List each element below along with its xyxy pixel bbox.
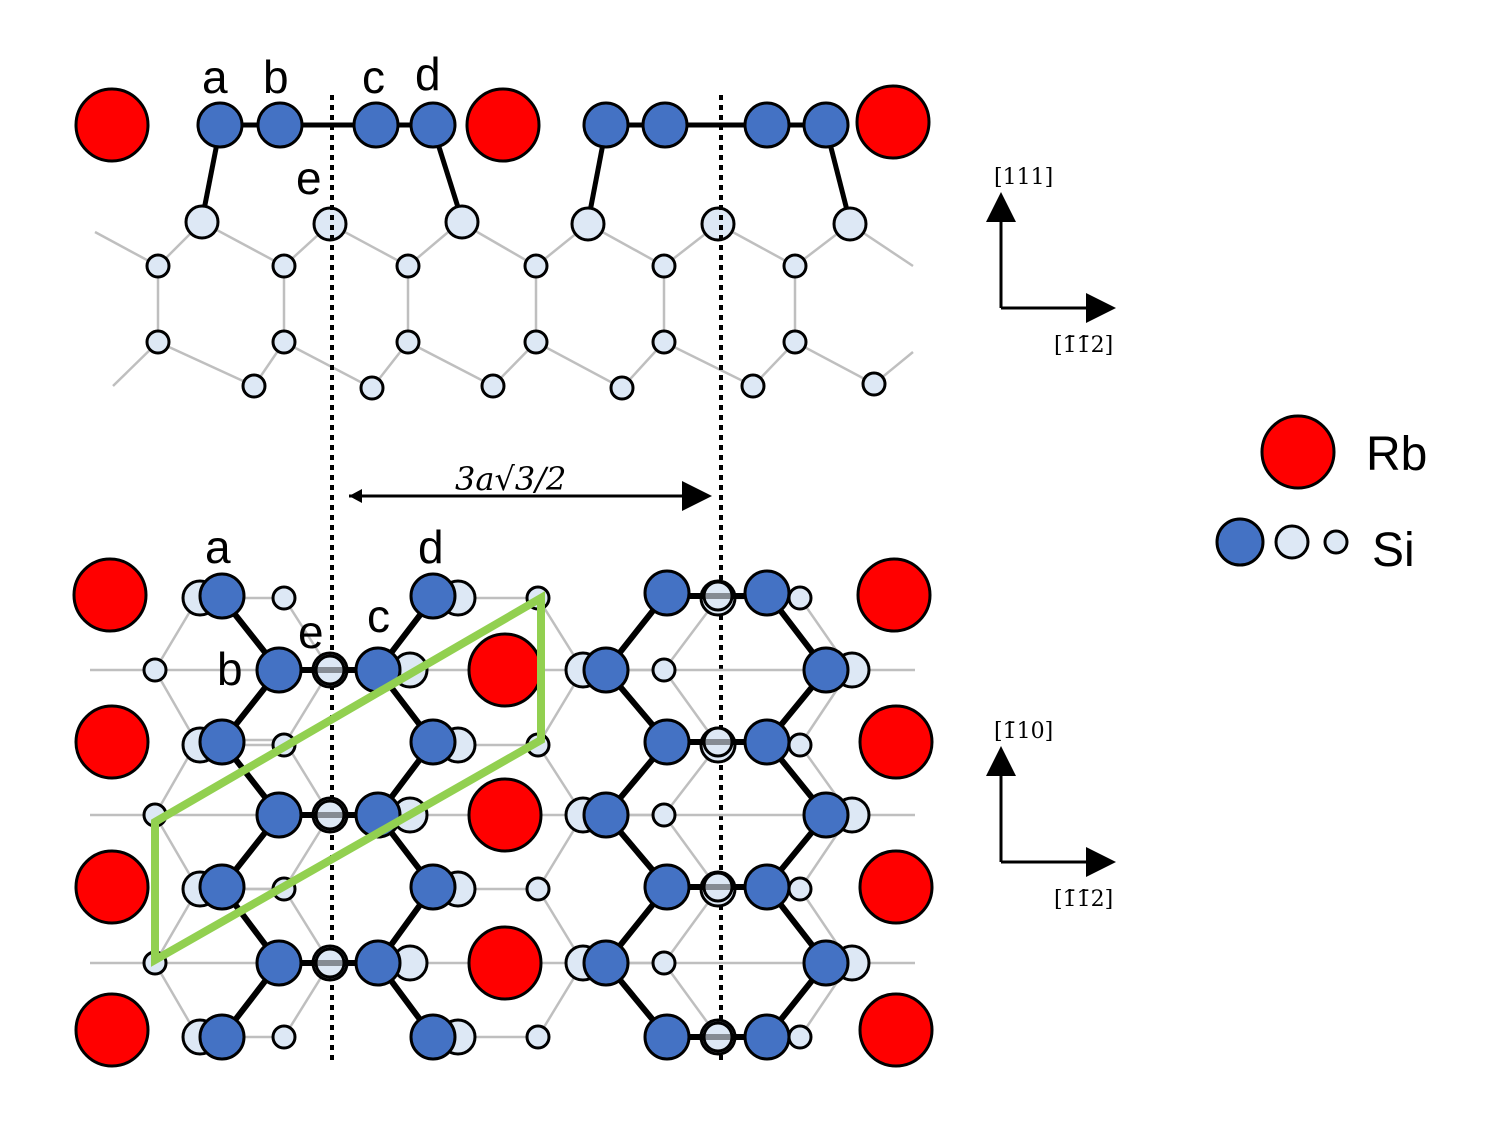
bottom-plan-view: a b c d e [1̄10] [1̄1̄2] — [72, 521, 1116, 1068]
bottom-rb-atoms — [72, 557, 934, 1068]
si-atom-d — [409, 101, 457, 149]
top-label-b: b — [263, 51, 289, 103]
bottom-axis-horizontal-label: [1̄1̄2] — [1054, 887, 1113, 912]
bottom-axis-vertical-label: [1̄10] — [994, 719, 1053, 744]
si-legend-large-icon — [1215, 517, 1265, 567]
bottom-label-a: a — [205, 521, 231, 573]
si-atom — [743, 101, 791, 149]
si-atom-d — [409, 572, 457, 620]
si-atom-c — [352, 101, 400, 149]
si-atom-a — [196, 101, 244, 149]
si-atom — [700, 206, 736, 242]
rb-legend-label: Rb — [1366, 428, 1427, 481]
si-legend-medium-icon — [1274, 524, 1310, 560]
top-axes — [986, 192, 1116, 323]
unit-cell-outline — [151, 591, 545, 967]
rb-atom — [855, 84, 931, 160]
bottom-si-chain-atoms — [198, 569, 850, 1061]
si-atom — [570, 206, 606, 242]
si-atom — [582, 101, 630, 149]
top-rb-atoms — [74, 84, 931, 163]
rb-legend-icon — [1260, 414, 1336, 490]
top-substrate-lattice — [94, 220, 914, 390]
si-atom — [641, 101, 689, 149]
spacing-label: 3a√3/2 — [455, 460, 566, 498]
si-atom — [184, 204, 220, 240]
si-atom — [444, 204, 480, 240]
top-axis-vertical-label: [111] — [994, 165, 1053, 190]
si-legend-small-icon — [1323, 529, 1349, 555]
bottom-label-c: c — [367, 590, 390, 642]
top-axis-horizontal-label: [1̄1̄2] — [1054, 333, 1113, 358]
si-atom — [832, 206, 868, 242]
si-atom-a — [198, 572, 246, 620]
bottom-label-d: d — [418, 521, 444, 573]
top-side-view: a b c d e [111] [1̄1̄2] — [74, 48, 1116, 401]
rb-atom — [465, 87, 541, 163]
bottom-bridge-atoms — [314, 580, 734, 1053]
bottom-label-b: b — [217, 643, 243, 695]
bottom-axes — [986, 746, 1116, 877]
si-atom-b — [255, 646, 303, 694]
legend: Rb Si — [1215, 414, 1427, 577]
si-legend-label: Si — [1372, 524, 1415, 577]
si-atom-b — [256, 101, 304, 149]
top-si-chain-atoms — [196, 101, 850, 149]
si-atom — [802, 101, 850, 149]
top-label-d: d — [415, 48, 441, 100]
top-label-c: c — [362, 51, 385, 103]
top-label-e: e — [296, 152, 322, 204]
top-substrate-atoms — [145, 204, 887, 401]
top-label-a: a — [202, 51, 228, 103]
bottom-label-e: e — [298, 606, 324, 658]
rb-atom — [74, 87, 150, 163]
